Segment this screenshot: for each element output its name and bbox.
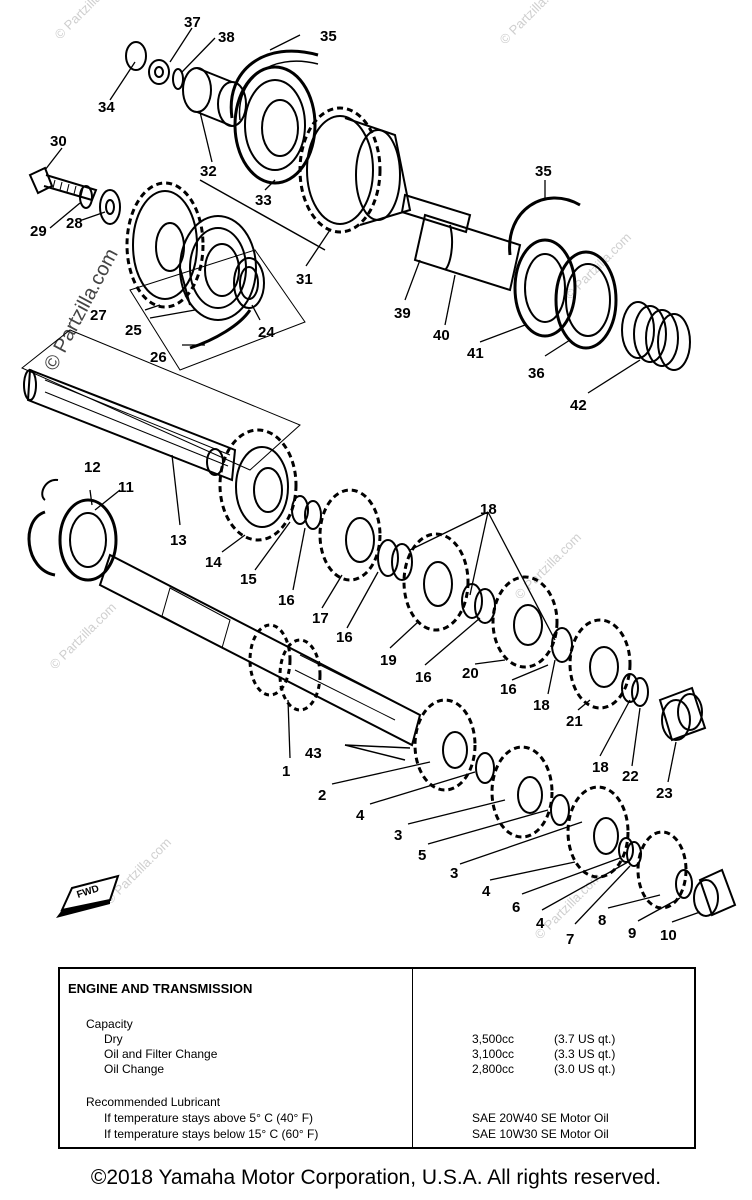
watermark: © Partzilla.com: [52, 0, 125, 42]
watermark: © Partzilla.com: [47, 600, 120, 673]
callout-4: 4: [356, 807, 365, 824]
callout-10: 10: [660, 927, 677, 944]
transmission-exploded-diagram: © Partzilla.com © Partzilla.com © Partzi…: [21, 0, 737, 948]
gear-31: [298, 106, 412, 234]
capacity-value: 3,100cc: [472, 1047, 515, 1061]
spec-title: ENGINE AND TRANSMISSION: [68, 981, 253, 996]
callout-41: 41: [467, 345, 484, 362]
watermark: © Partzilla.com: [102, 835, 175, 908]
watermark: © Partzilla.com: [40, 245, 123, 374]
callout-26: 26: [150, 349, 167, 366]
gear-27: [125, 181, 205, 309]
callout-40: 40: [433, 327, 450, 344]
callout-20: 20: [462, 665, 479, 682]
callout-34: 34: [98, 99, 115, 116]
callout-15: 15: [240, 571, 257, 588]
callout-35: 35: [535, 163, 552, 180]
callout-21: 21: [566, 713, 583, 730]
callout-5: 5: [418, 847, 426, 864]
callout-38: 38: [218, 29, 235, 46]
callout-35: 35: [320, 28, 337, 45]
callout-37: 37: [184, 14, 201, 31]
middle-gear-train: [218, 428, 707, 742]
spec-labels-column: ENGINE AND TRANSMISSION Capacity Dry Oil…: [60, 969, 413, 1147]
callout-labels: 37 38 35 34 30 32 33 35 29 28 31 39 27 2…: [30, 14, 677, 948]
lubricant-label: Recommended Lubricant: [86, 1095, 221, 1109]
lubricant-oil: SAE 10W30 SE Motor Oil: [472, 1127, 609, 1141]
callout-31: 31: [296, 271, 313, 288]
callout-23: 23: [656, 785, 673, 802]
callout-14: 14: [205, 554, 222, 571]
capacity-label: Capacity: [86, 1017, 133, 1031]
capacity-row-label: Dry: [104, 1032, 123, 1046]
callout-29: 29: [30, 223, 47, 240]
main-axle: [21, 329, 301, 482]
lubricant-condition: If temperature stays below 15° C (60° F): [104, 1127, 319, 1141]
callout-3: 3: [394, 827, 402, 844]
capacity-value: 3,500cc: [472, 1032, 515, 1046]
capacity-us: (3.7 US qt.): [554, 1032, 616, 1046]
oil-capacity-table: ENGINE AND TRANSMISSION Capacity Dry Oil…: [58, 967, 696, 1149]
drive-axle-assembly: [27, 478, 737, 917]
leader-lines: [44, 27, 701, 925]
capacity-us: (3.3 US qt.): [554, 1047, 616, 1061]
callout-13: 13: [170, 532, 187, 549]
callout-9: 9: [628, 925, 636, 942]
callout-18: 18: [592, 759, 609, 776]
callout-32: 32: [200, 163, 217, 180]
watermark: © Partzilla.com: [497, 0, 570, 47]
callout-24: 24: [258, 324, 275, 341]
callout-7: 7: [566, 931, 574, 948]
copyright-notice: ©2018 Yamaha Motor Corporation, U.S.A. A…: [90, 1166, 662, 1189]
callout-33: 33: [255, 192, 272, 209]
callout-3: 3: [450, 865, 458, 882]
callout-16: 16: [336, 629, 353, 646]
watermark-layer: © Partzilla.com © Partzilla.com © Partzi…: [40, 0, 634, 942]
lubricant-condition: If temperature stays above 5° C (40° F): [104, 1111, 314, 1125]
callout-6: 6: [512, 899, 520, 916]
callout-28: 28: [66, 215, 83, 232]
callout-36: 36: [528, 365, 545, 382]
capacity-value: 2,800cc: [472, 1062, 515, 1076]
callout-16: 16: [415, 669, 432, 686]
upper-shaft-assembly: [28, 41, 691, 371]
callout-4: 4: [482, 883, 491, 900]
lubricant-oil: SAE 20W40 SE Motor Oil: [472, 1111, 609, 1125]
callout-16: 16: [500, 681, 517, 698]
callout-1: 1: [282, 763, 290, 780]
callout-2: 2: [318, 787, 326, 804]
callout-16: 16: [278, 592, 295, 609]
callout-42: 42: [570, 397, 587, 414]
callout-17: 17: [312, 610, 329, 627]
callout-22: 22: [622, 768, 639, 785]
callout-8: 8: [598, 912, 606, 929]
callout-12: 12: [84, 459, 101, 476]
capacity-row-label: Oil and Filter Change: [104, 1047, 218, 1061]
capacity-row-label: Oil Change: [104, 1062, 165, 1076]
forward-arrow-icon: FWD: [56, 874, 120, 918]
capacity-us: (3.0 US qt.): [554, 1062, 616, 1076]
callout-43: 43: [305, 745, 322, 762]
callout-18: 18: [480, 501, 497, 518]
bolt-30: [28, 166, 98, 202]
callout-39: 39: [394, 305, 411, 322]
callout-19: 19: [380, 652, 397, 669]
callout-18: 18: [533, 697, 550, 714]
callout-4: 4: [536, 915, 545, 932]
callout-30: 30: [50, 133, 67, 150]
callout-25: 25: [125, 322, 142, 339]
callout-27: 27: [90, 307, 107, 324]
bearing-33: [233, 65, 317, 185]
callout-11: 11: [118, 479, 134, 496]
